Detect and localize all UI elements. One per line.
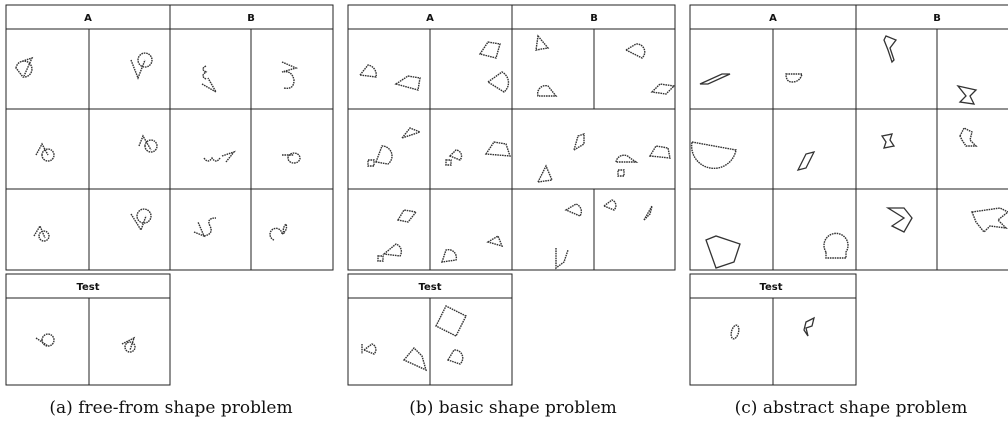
panel-a-header-b: B xyxy=(247,13,255,24)
circle-shape xyxy=(823,232,849,259)
triangle-shape xyxy=(536,164,554,183)
notched-shape xyxy=(880,133,896,149)
sector-shape xyxy=(440,248,458,263)
jagged-shape xyxy=(971,207,1008,234)
drop-shape xyxy=(130,208,152,232)
sector-shape xyxy=(535,34,550,51)
panel-b-header-b: B xyxy=(590,13,598,24)
drop-shape xyxy=(130,52,153,80)
square-shape xyxy=(435,305,467,337)
trapezoid-shape xyxy=(572,133,585,152)
panel-a-shapes xyxy=(15,52,301,353)
pentagon-shape xyxy=(705,235,741,269)
ellipse-shape xyxy=(730,324,740,340)
sector-shape xyxy=(445,149,463,166)
panel-c-shapes xyxy=(690,35,1008,340)
trapezoid-shape xyxy=(402,346,428,372)
sector-shape xyxy=(377,243,403,262)
panel-b-caption: (b) basic shape problem xyxy=(409,398,617,418)
panel-c-grid xyxy=(689,4,1008,386)
trapezoid-shape xyxy=(394,75,421,91)
panel-b-test-header: Test xyxy=(418,282,441,293)
hook-shape xyxy=(269,222,288,241)
rhombus-shape xyxy=(796,151,816,171)
sector-shape xyxy=(602,199,617,211)
drop-shape xyxy=(15,56,34,78)
sector-shape xyxy=(486,71,510,93)
semicircle-shape xyxy=(690,141,737,170)
panel-a-test-header: Test xyxy=(76,282,99,293)
panel-a-grid xyxy=(5,4,334,386)
triangle-shape xyxy=(486,234,504,248)
sector-shape xyxy=(536,84,558,97)
squiggle-shape xyxy=(281,61,299,90)
trapezoid-shape xyxy=(648,145,671,159)
rhombus-shape xyxy=(650,83,676,95)
panel-c-caption: (c) abstract shape problem xyxy=(734,398,968,418)
zigzag-shape xyxy=(883,35,898,64)
squiggle-shape xyxy=(203,150,237,163)
hook-shape xyxy=(803,316,815,337)
bowl-shape xyxy=(785,73,803,83)
sliver-shape xyxy=(643,205,653,221)
trapezoid-shape xyxy=(396,209,418,223)
chevron-shape xyxy=(885,207,913,233)
drop-shape xyxy=(35,333,55,347)
trapezoid-shape xyxy=(484,141,511,157)
sector-shape xyxy=(615,154,639,177)
drop-shape xyxy=(121,336,136,353)
sector-shape xyxy=(358,64,377,78)
hourglass-shape xyxy=(956,84,978,105)
sector-shape xyxy=(367,145,393,167)
sector-shape xyxy=(446,349,464,365)
panel-c-test-header: Test xyxy=(759,282,782,293)
panel-c-header-a: A xyxy=(769,13,777,24)
squiggle-shape xyxy=(193,217,217,238)
panel-a-header-a: A xyxy=(84,13,92,24)
notched-shape xyxy=(959,127,978,147)
panel-b-header-a: A xyxy=(426,13,434,24)
trapezoid-shape xyxy=(399,127,423,140)
drop-shape xyxy=(33,224,50,242)
parallelogram-shape xyxy=(699,73,731,85)
sector-shape xyxy=(564,203,583,217)
squiggle-shape xyxy=(201,65,218,94)
panel-b-grid xyxy=(347,4,676,386)
trapezoid-shape xyxy=(478,41,501,59)
sector-shape xyxy=(361,343,377,355)
panel-c-header-b: B xyxy=(933,13,941,24)
panel-b-shapes xyxy=(358,34,676,372)
u-shape xyxy=(555,248,569,270)
drop-shape xyxy=(282,152,301,164)
panel-a-caption: (a) free-from shape problem xyxy=(49,398,293,418)
sector-shape xyxy=(624,43,646,59)
drop-shape xyxy=(35,142,55,162)
drop-shape xyxy=(138,134,158,153)
